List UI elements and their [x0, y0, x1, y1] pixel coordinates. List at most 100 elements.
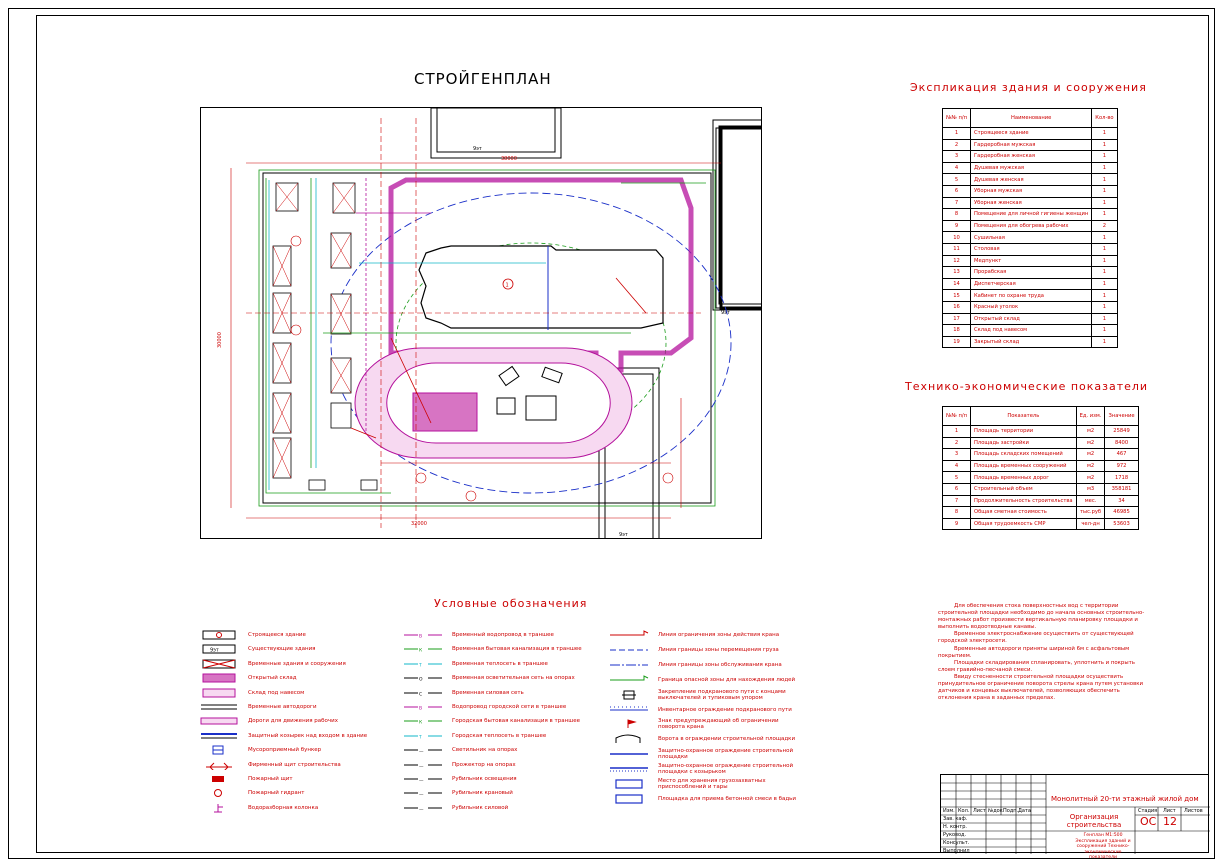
sheet-inner-frame — [36, 15, 1209, 853]
explication-name: Помещение для личной гигиены женщин — [969, 208, 1093, 221]
legend-col1-symbol-icon — [198, 702, 240, 712]
tep-value: 358181 — [1104, 482, 1139, 496]
tep-header-num: №№ п/п — [942, 406, 971, 426]
legend-col1-label: Открытый склад — [248, 675, 297, 682]
legend-col2-symbol-icon: О — [402, 673, 444, 683]
tep-unit: тыс.руб — [1075, 506, 1106, 519]
legend-col1-item: Склад под навесом — [198, 687, 304, 699]
stamp-row-rukovod: Руковод. — [943, 832, 967, 838]
legend-col2-symbol-icon: — — [402, 745, 444, 755]
legend-col2-label: Временная бытовая канализация в траншее — [452, 646, 582, 653]
tep-unit: м2 — [1075, 459, 1106, 473]
svg-text:9эт: 9эт — [721, 310, 730, 316]
explication-num: 1 — [942, 127, 971, 140]
stamp-row-konsult: Консульт. — [943, 840, 970, 846]
svg-text:9эт: 9эт — [619, 532, 628, 538]
svg-text:С: С — [419, 691, 422, 697]
legend-col2-label: Рубильник крановый — [452, 790, 513, 797]
tep-unit: м2 — [1075, 436, 1106, 450]
explication-name: Склад под навесом — [969, 324, 1093, 337]
title-block-grid — [941, 775, 1210, 854]
legend-col1-symbol-icon — [198, 731, 240, 741]
legend-col2-label: Рубильник освещения — [452, 776, 517, 782]
legend-col3-symbol-icon — [608, 705, 650, 715]
svg-text:О: О — [419, 677, 423, 683]
stamp-col-data: Дата — [1018, 808, 1031, 814]
explication-name: Помещения для обогрева рабочих — [969, 219, 1093, 233]
legend-col2-symbol-icon: — — [402, 803, 444, 813]
tep-value: 53603 — [1104, 517, 1139, 531]
explication-name: Диспетчерская — [969, 277, 1093, 291]
legend-col3-label: Защитно-охранное ограждение строительной… — [658, 763, 794, 776]
explication-qty: 1 — [1091, 196, 1118, 210]
house-label: 9эт — [473, 146, 482, 152]
tep-num: 8 — [942, 506, 971, 519]
site-plan-drawing: 9эт 9эт 9эт 1 — [217, 108, 761, 538]
svg-text:Т: Т — [418, 662, 422, 668]
stamp-section: Организация строительства — [1066, 813, 1122, 829]
legend-col1-symbol-icon — [198, 688, 240, 698]
svg-text:—: — — [419, 750, 424, 755]
stamp-row-zav: Зав. каф. — [943, 816, 968, 822]
legend-col1-label: Пожарный щит — [248, 776, 293, 782]
note-paragraph: Для обеспечения стока поверхностных вод … — [938, 603, 1145, 631]
tep-num: 4 — [942, 459, 971, 473]
tep-num: 5 — [942, 471, 971, 484]
dim-left-label: 30000 — [217, 332, 223, 348]
legend-col1-symbol-icon — [198, 745, 240, 755]
explication-name: Уборная мужская — [969, 184, 1093, 198]
explication-num: 3 — [942, 150, 971, 163]
stamp-sheets-header: Листов — [1184, 808, 1203, 814]
legend-col2-symbol-icon: Т — [402, 731, 444, 741]
note-paragraph: Временное электроснабжение осуществить о… — [938, 631, 1134, 645]
legend-col2-label: Временная осветительная сеть на опорах — [452, 675, 575, 682]
svg-text:1: 1 — [506, 283, 509, 289]
explication-num: 7 — [942, 196, 971, 210]
legend-col2-label: Прожектор на опорах — [452, 761, 516, 768]
tep-unit: м2 — [1075, 425, 1106, 438]
explication-header-name: Наименование — [969, 108, 1093, 128]
stamp-stage-header: Стадия — [1138, 808, 1158, 814]
legend-col2-item: —Рубильник крановый — [402, 787, 513, 799]
legend-col1-label: Пожарный гидрант — [248, 790, 305, 797]
legend-col3-label: Линия ограничения зоны действия крана — [658, 632, 780, 638]
legend-col1-item: Мусороприемный бункер — [198, 744, 321, 756]
legend-col1-item: Защитный козырек над входом в здание — [198, 730, 367, 742]
explication-name: Душевая женская — [969, 173, 1093, 186]
legend-col3-item: Закрепление подкранового пути с концами … — [608, 689, 798, 701]
legend-col2-symbol-icon: К — [402, 716, 444, 726]
legend-col1-item: Временные здания и сооружения — [198, 658, 346, 670]
explication-num: 12 — [942, 254, 971, 268]
explication-qty: 1 — [1091, 231, 1118, 244]
explication-qty: 1 — [1091, 300, 1118, 314]
notes-block: Для обеспечения стока поверхностных вод … — [938, 603, 1148, 702]
tep-value: 8400 — [1104, 436, 1139, 450]
legend-col3-label: Место для хранения грузозахватных приспо… — [658, 778, 766, 790]
explication-num: 9 — [942, 219, 971, 233]
explication-num: 17 — [942, 312, 971, 326]
legend-col1-label: Фирменный щит строительства — [248, 761, 341, 768]
legend-col2-item: —Рубильник силовой — [402, 802, 508, 814]
explication-name: Гардеробная мужская — [969, 138, 1093, 152]
explication-qty: 1 — [1091, 184, 1118, 198]
explication-name: Прорабская — [969, 266, 1093, 279]
svg-text:Т: Т — [418, 734, 422, 740]
tep-value: 972 — [1104, 459, 1139, 473]
legend-col3-item: Граница опасной зоны для нахождения люде… — [608, 674, 795, 686]
legend-col2-item: О Временная осветительная сеть на опорах — [402, 672, 575, 684]
explication-name: Строящееся здание — [969, 127, 1093, 140]
explication-qty: 1 — [1091, 208, 1118, 221]
legend-col1-item: Пожарный гидрант — [198, 787, 305, 799]
explication-name: Закрытый склад — [969, 335, 1093, 349]
tep-value: 34 — [1104, 494, 1139, 508]
